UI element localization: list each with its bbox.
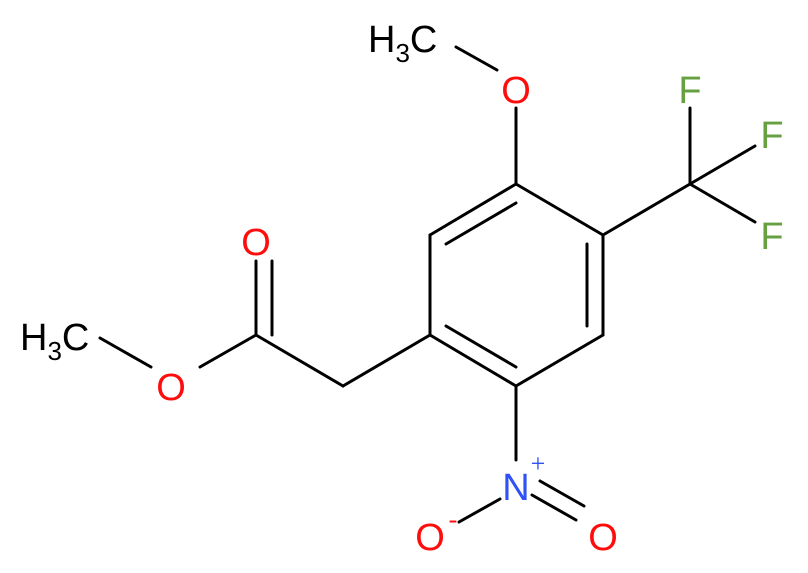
ring-bond-c6-c1 — [428, 182, 518, 237]
nitro-oxygen-label: O — [588, 517, 618, 559]
atom-labels: H3C O F F F O O H3C N + O - O — [20, 19, 784, 559]
ring-bond-c4-c5 — [428, 333, 518, 388]
ring-bond-c3-c4 — [514, 333, 605, 388]
ring-bond-c4-c5-inner — [444, 324, 518, 369]
bond-n-o-double-2 — [538, 479, 586, 508]
ester-oxygen-label: O — [156, 367, 186, 409]
bond-cf3-f2 — [688, 144, 757, 186]
bond-cf3-f3 — [688, 182, 757, 224]
fluorine-label-1: F — [678, 70, 701, 112]
methoxy-oxygen-label: O — [501, 70, 531, 112]
bonds — [98, 45, 757, 524]
bond-n-o-minus — [457, 497, 502, 524]
ring-bond-c6-c1-inner — [444, 201, 518, 246]
nitro-nitrogen-label: N — [502, 467, 529, 509]
nitro-minus-charge: - — [449, 505, 458, 534]
nitro-oxygen-minus-label: O — [415, 517, 445, 559]
bond-c5-ch2 — [341, 333, 432, 388]
bond-n-o-double-1 — [530, 493, 578, 522]
fluorine-label-3: F — [760, 216, 783, 258]
ring-bond-c1-c2 — [514, 182, 605, 237]
fluorine-label-2: F — [760, 115, 783, 157]
bond-ch2-carbonyl-c — [254, 333, 345, 388]
bond-methoxy-o-ch3 — [454, 45, 499, 72]
methoxy-methyl-label: H3C — [368, 19, 437, 68]
carbonyl-oxygen-label: O — [241, 222, 271, 264]
ester-methyl-label: H3C — [20, 317, 89, 366]
bond-c2-cf3 — [601, 182, 692, 237]
bond-ester-o-ch3 — [98, 336, 153, 369]
nitro-plus-charge: + — [531, 449, 546, 478]
bond-carbonyl-c-ester-o — [198, 333, 258, 369]
